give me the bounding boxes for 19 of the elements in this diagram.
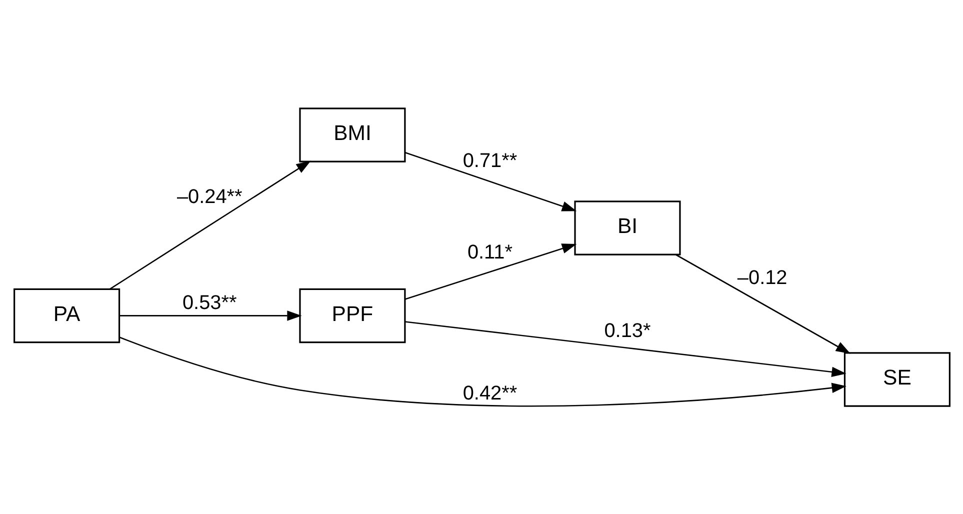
arrow — [109, 160, 310, 290]
edge-label: –0.24** — [176, 185, 242, 208]
node-box: PA — [13, 288, 120, 343]
node-box: BMI — [298, 107, 406, 162]
arrow — [404, 243, 576, 300]
edge-label: 0.11* — [466, 241, 512, 264]
node-box: BI — [574, 200, 680, 255]
edge-label: 0.42** — [462, 382, 517, 404]
edge-label: 0.71** — [462, 149, 517, 172]
node-box: PPF — [298, 288, 406, 343]
arrow — [404, 151, 576, 211]
arrow — [675, 254, 850, 354]
arrow — [118, 336, 846, 406]
edge-label: 0.13* — [604, 319, 650, 342]
edge-label: –0.12 — [736, 266, 787, 288]
arrow — [118, 310, 302, 320]
node-box: SE — [843, 352, 950, 406]
edge-label: 0.53** — [182, 292, 236, 314]
arrow — [404, 320, 846, 377]
